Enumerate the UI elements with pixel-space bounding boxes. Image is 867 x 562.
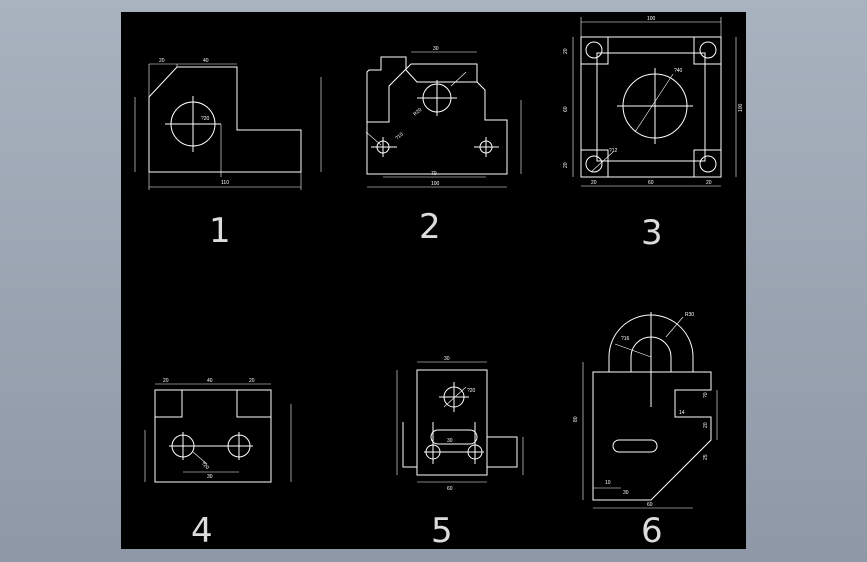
- figure-2-label: 2: [419, 207, 441, 247]
- fig6-dim-f: 20: [703, 422, 709, 428]
- fig2-dim-a: 30: [433, 46, 439, 52]
- cad-drawing-canvas: 20 40 ?20 110 1 30 R20 ?10 70 100 2: [121, 12, 746, 549]
- fig2-dim-e: 100: [431, 181, 440, 187]
- fig4-dim-d: ?20: [200, 461, 210, 471]
- figure-5-drawing: 30 ?20 30 60: [396, 356, 524, 492]
- figure-2-drawing: 30 R20 ?10 70 100: [365, 46, 522, 188]
- fig3-dim-h: 20: [591, 180, 597, 186]
- fig5-dim-d: 60: [447, 486, 453, 492]
- figure-3-label: 3: [641, 213, 663, 253]
- fig2-dim-c: ?10: [394, 131, 404, 141]
- fig5-dim-a: 30: [444, 356, 450, 362]
- fig6-dim-h: 10: [605, 480, 611, 486]
- fig6-dim-a: ?16: [621, 336, 630, 342]
- fig2-dim-b: R20: [412, 107, 423, 118]
- fig6-dim-d: ?0: [703, 392, 709, 398]
- fig1-dim-b: 40: [203, 58, 209, 64]
- figure-5-label: 5: [431, 511, 453, 549]
- fig6-dim-e: 14: [679, 410, 685, 416]
- figure-1-label: 1: [209, 211, 231, 251]
- fig4-dim-a: 20: [163, 378, 169, 384]
- fig6-dim-b: R30: [685, 312, 694, 318]
- fig1-dim-d: 110: [221, 180, 229, 186]
- fig1-dim-a: 20: [159, 58, 165, 64]
- figure-6-drawing: ?16 R30 80 ?0 14 20 25 10 30 60: [573, 312, 718, 509]
- figure-3-drawing: 100 20 ?40 ?12 60 100 20 20 60 20: [563, 16, 744, 187]
- fig3-dim-g: 20: [563, 162, 569, 168]
- fig3-dim-b: 20: [563, 48, 569, 54]
- figure-4-label: 4: [191, 511, 213, 549]
- fig3-dim-d: ?12: [609, 148, 618, 154]
- fig5-dim-c: 30: [447, 438, 453, 444]
- figure-6-label: 6: [641, 511, 663, 549]
- fig2-dim-d: 70: [431, 171, 437, 177]
- technical-drawings: 20 40 ?20 110 1 30 R20 ?10 70 100 2: [134, 16, 744, 549]
- fig1-dim-c: ?20: [201, 116, 210, 122]
- fig3-dim-j: 20: [706, 180, 712, 186]
- fig6-dim-i: 30: [623, 490, 629, 496]
- fig3-dim-a: 100: [647, 16, 656, 22]
- figure-1-drawing: 20 40 ?20 110: [134, 58, 322, 190]
- fig3-dim-i: 60: [648, 180, 654, 186]
- fig3-dim-e: 60: [563, 106, 569, 112]
- figure-4-drawing: 20 40 20 ?20 30: [144, 378, 292, 483]
- fig4-dim-e: 30: [207, 474, 213, 480]
- fig5-dim-b: ?20: [467, 388, 476, 394]
- fig4-dim-c: 20: [249, 378, 255, 384]
- fig6-dim-g: 25: [703, 454, 709, 460]
- fig6-dim-c: 80: [573, 416, 579, 422]
- fig6-dim-j: 60: [647, 502, 653, 508]
- fig4-dim-b: 40: [207, 378, 213, 384]
- fig3-dim-c: ?40: [674, 68, 683, 74]
- fig3-dim-f: 100: [738, 103, 744, 112]
